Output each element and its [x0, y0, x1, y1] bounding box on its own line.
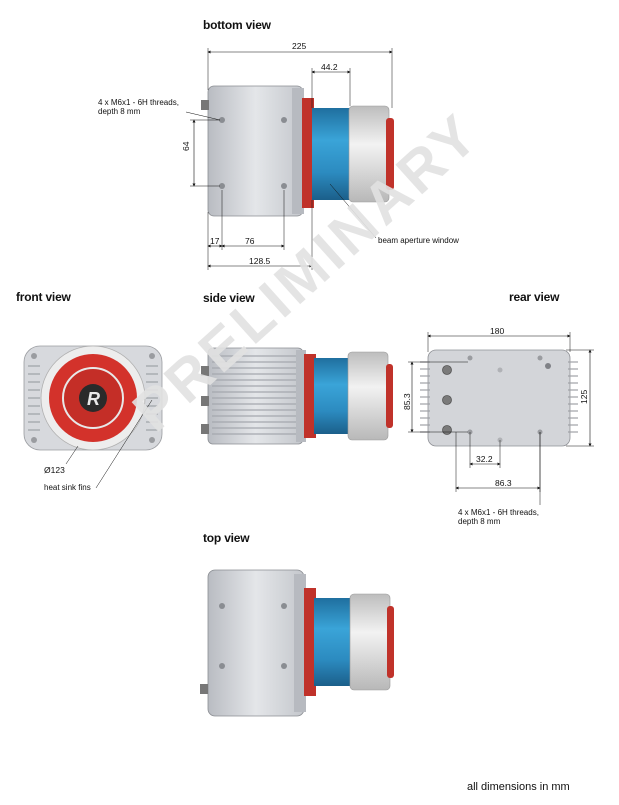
dim-44-2: 44.2 — [321, 62, 338, 72]
dim-diameter-123: Ø123 — [44, 465, 65, 475]
dim-76: 76 — [245, 236, 255, 246]
rear-view-drawing — [408, 332, 594, 505]
top-view-drawing — [200, 569, 394, 717]
threads-note-bottom: 4 x M6x1 - 6H threads, depth 8 mm — [98, 98, 179, 116]
dim-17: 17 — [210, 236, 220, 246]
aperture-note: beam aperture window — [378, 236, 459, 245]
side-view-title: side view — [203, 291, 255, 305]
dim-64: 64 — [181, 141, 191, 151]
bottom-view-drawing — [185, 48, 394, 270]
rear-view-title: rear view — [509, 290, 560, 304]
top-view-title: top view — [203, 531, 250, 545]
bottom-view-title: bottom view — [203, 18, 271, 32]
dim-125: 125 — [579, 389, 589, 404]
side-view-drawing — [201, 347, 393, 445]
dim-32-2: 32.2 — [476, 454, 493, 464]
svg-text:R: R — [87, 389, 100, 409]
front-view-title: front view — [16, 290, 71, 304]
heatsink-note: heat sink fins — [44, 483, 91, 492]
dim-180: 180 — [490, 326, 505, 336]
dim-86-3: 86.3 — [495, 478, 512, 488]
dim-128-5: 128.5 — [249, 256, 271, 266]
front-view-drawing: R — [23, 345, 163, 489]
dim-225: 225 — [292, 41, 307, 51]
units-footer: all dimensions in mm — [467, 781, 570, 793]
dim-85-3: 85.3 — [402, 393, 412, 410]
threads-note-rear: 4 x M6x1 - 6H threads, depth 8 mm — [458, 508, 539, 526]
